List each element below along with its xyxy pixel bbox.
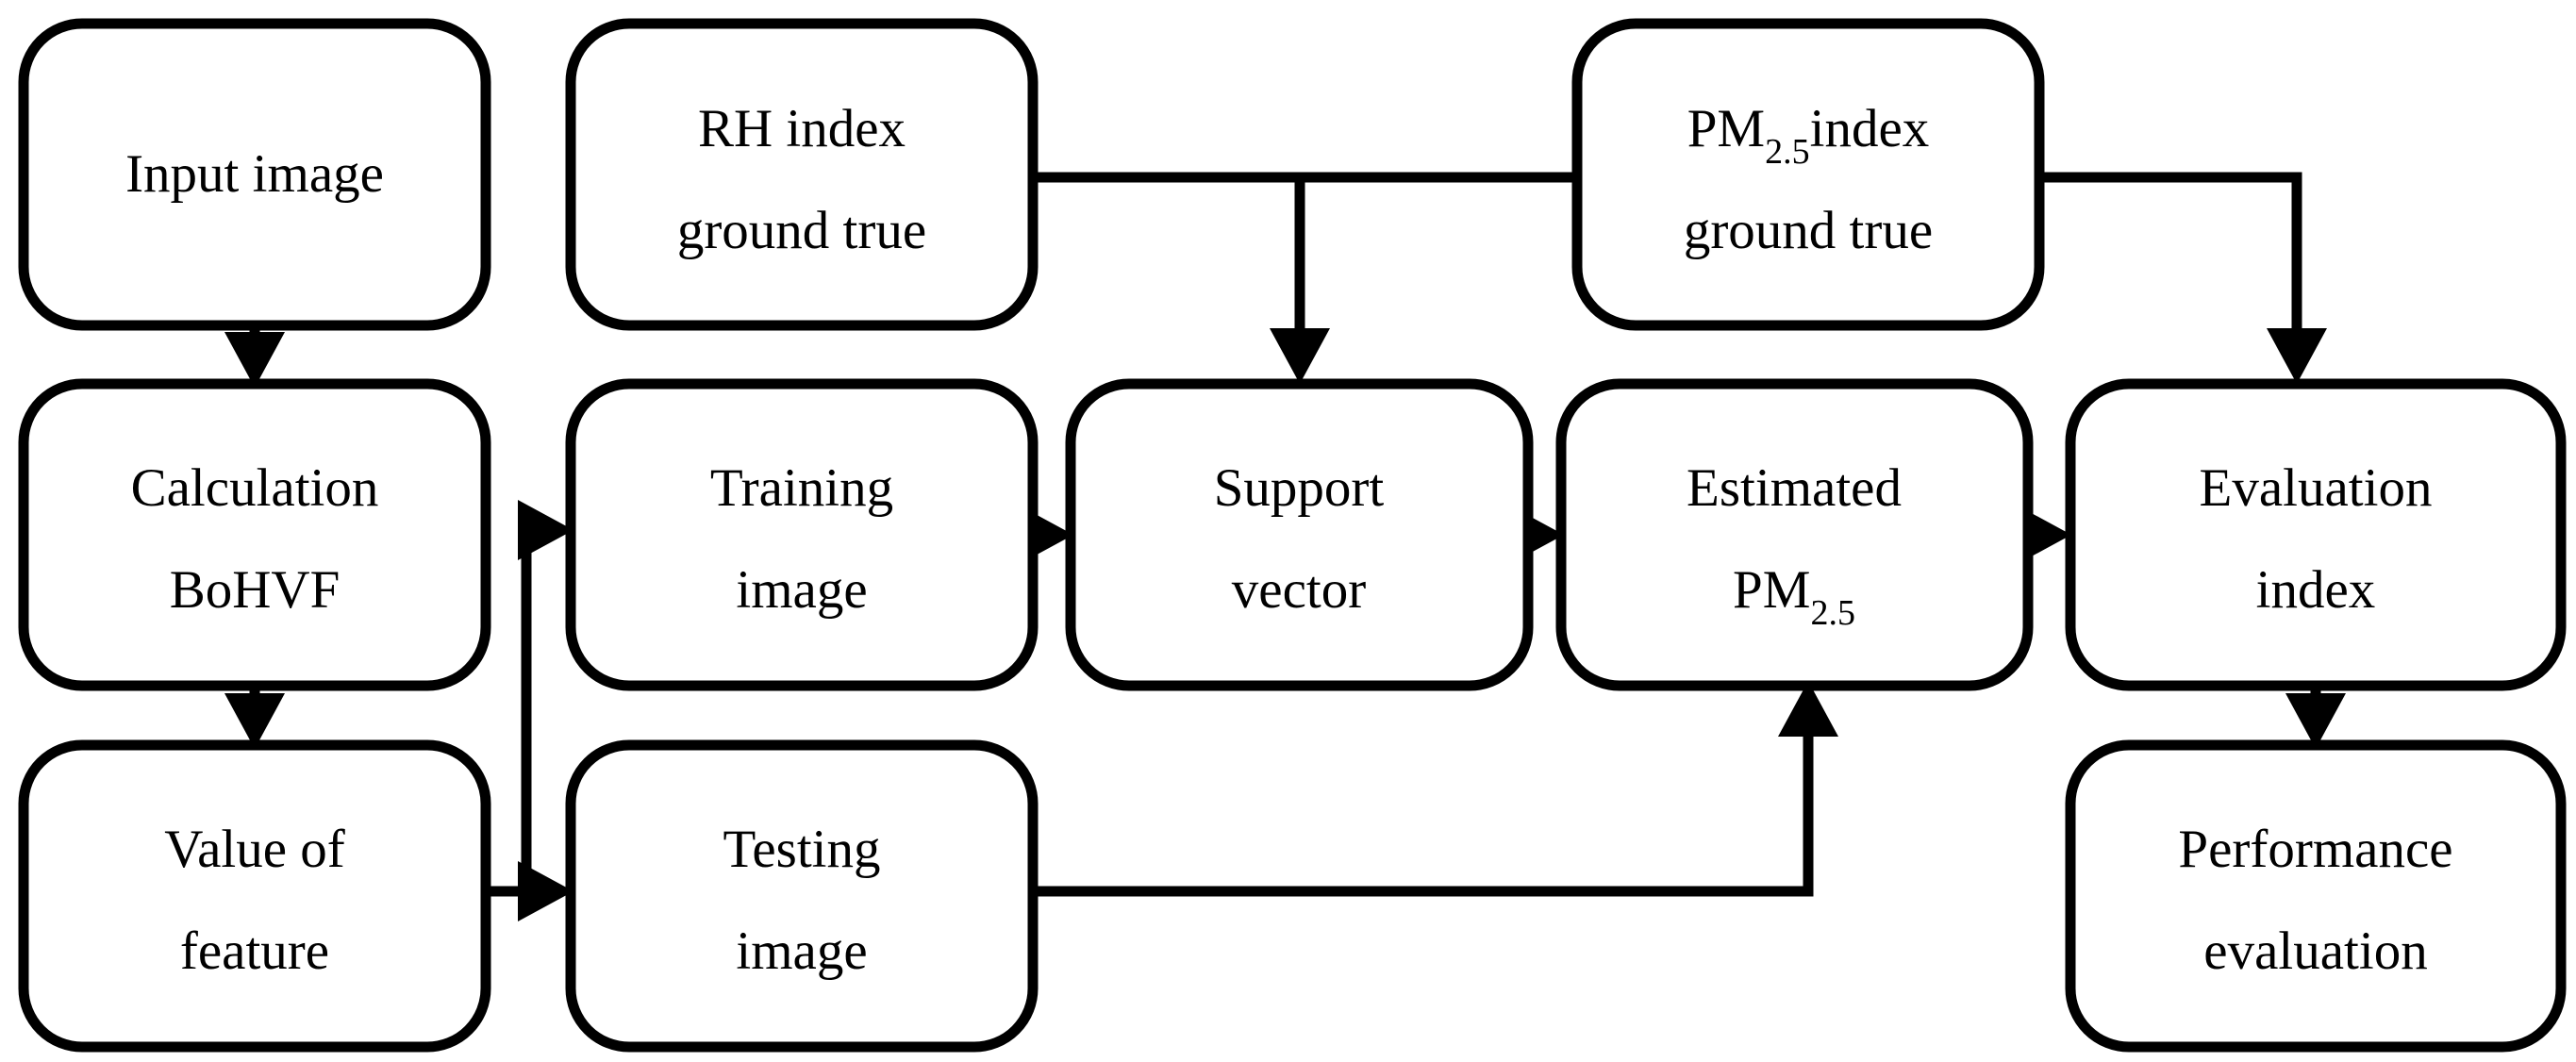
node-evaluation-index-label-line2: index [2256, 560, 2376, 620]
node-performance-evaluation-label-line1: Performance [2178, 820, 2452, 879]
edge-input-image-to-calculation-bohvf [224, 325, 285, 388]
node-support-vector[interactable]: Support vector [1065, 378, 1534, 691]
node-calculation-bohvf-label-line2: BoHVF [170, 560, 341, 620]
node-pm25-index-ground-true[interactable]: PM2.5index ground true [1571, 18, 2045, 331]
edge-calculation-bohvf-to-value-of-feature [224, 686, 285, 749]
edge-layer [224, 172, 2346, 921]
node-testing-image-label-line1: Testing [723, 820, 881, 879]
node-input-image-shape[interactable] [18, 18, 491, 331]
node-pm25-index-ground-true-shape[interactable] [1571, 18, 2045, 331]
node-input-image-label-line1: Input image [125, 144, 384, 204]
edge-value-of-feature-to-testing-image [518, 861, 573, 921]
edge-rh-index-to-support-vector [1033, 172, 1577, 384]
node-estimated-pm25-shape[interactable] [1555, 378, 2034, 691]
node-estimated-pm25-label-line2: PM2.5 [1733, 560, 1855, 633]
node-support-vector-label-line2: vector [1232, 560, 1366, 620]
node-performance-evaluation-shape[interactable] [2065, 739, 2567, 1053]
node-value-of-feature-label-line1: Value of [164, 820, 345, 879]
node-training-image-shape[interactable] [565, 378, 1039, 691]
node-evaluation-index-label-line1: Evaluation [2200, 458, 2433, 518]
node-performance-evaluation[interactable]: Performance evaluation [2065, 739, 2567, 1053]
node-rh-index-ground-true-label-line1: RH index [698, 99, 906, 158]
node-value-of-feature-shape[interactable] [18, 739, 491, 1053]
node-calculation-bohvf[interactable]: Calculation BoHVF [18, 378, 491, 691]
node-pm25-index-ground-true-label-line1: PM2.5index [1687, 99, 1930, 172]
node-calculation-bohvf-label-line1: Calculation [131, 458, 379, 518]
node-training-image-label-line2: image [736, 560, 867, 620]
node-support-vector-label-line1: Support [1214, 458, 1385, 518]
node-rh-index-ground-true-shape[interactable] [565, 18, 1039, 331]
node-performance-evaluation-label-line2: evaluation [2203, 921, 2427, 981]
edge-testing-image-to-estimated-pm25 [1033, 681, 1838, 897]
node-calculation-bohvf-shape[interactable] [18, 378, 491, 691]
node-rh-index-ground-true[interactable]: RH index ground true [565, 18, 1039, 331]
edge-evaluation-index-to-performance-evaluation [2285, 686, 2346, 749]
node-layer: Input image RH index ground true PM2.5in… [18, 18, 2567, 1053]
node-training-image-label-line1: Training [710, 458, 893, 518]
node-input-image[interactable]: Input image [18, 18, 491, 331]
node-rh-index-ground-true-label-line2: ground true [677, 201, 926, 260]
node-training-image[interactable]: Training image [565, 378, 1039, 691]
edge-value-of-feature-to-training-image [486, 500, 573, 897]
node-support-vector-shape[interactable] [1065, 378, 1534, 691]
node-testing-image-shape[interactable] [565, 739, 1039, 1053]
node-value-of-feature[interactable]: Value of feature [18, 739, 491, 1053]
node-value-of-feature-label-line2: feature [180, 921, 329, 981]
node-pm25-index-ground-true-label-line2: ground true [1684, 201, 1933, 260]
node-testing-image[interactable]: Testing image [565, 739, 1039, 1053]
node-evaluation-index-shape[interactable] [2065, 378, 2567, 691]
node-estimated-pm25[interactable]: Estimated PM2.5 [1555, 378, 2034, 691]
edge-pm25-ground-true-to-evaluation-index [2039, 172, 2327, 384]
node-testing-image-label-line2: image [736, 921, 867, 981]
node-evaluation-index[interactable]: Evaluation index [2065, 378, 2567, 691]
node-estimated-pm25-label-line1: Estimated [1687, 458, 1902, 518]
